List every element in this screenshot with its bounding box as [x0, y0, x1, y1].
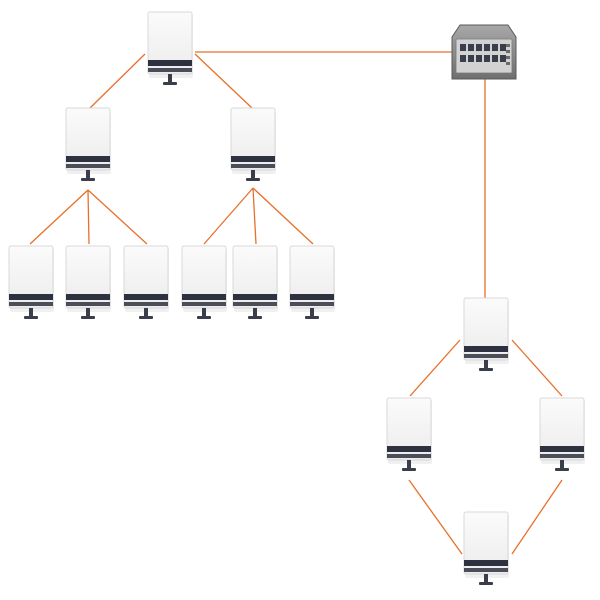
- computer-stand: [484, 574, 488, 583]
- ring-bottom-computer[interactable]: [463, 511, 509, 585]
- switch-port: [468, 44, 474, 51]
- switch-port: [492, 44, 498, 51]
- switch-port: [484, 44, 490, 51]
- switch-port: [476, 44, 482, 51]
- link-tree-right-branch-to-tree-leaf-4: [203, 187, 254, 245]
- network-switch[interactable]: [451, 24, 517, 80]
- computer-band-upper: [148, 60, 192, 66]
- computer-band-lower: [231, 164, 275, 168]
- tree-left-branch-computer[interactable]: [65, 107, 111, 181]
- link-ring-top-to-ring-left: [409, 339, 461, 397]
- computer-base: [197, 316, 211, 319]
- computer-band-lower: [290, 302, 334, 306]
- computer-stand: [310, 308, 314, 317]
- link-ring-right-to-ring-bottom: [511, 479, 563, 555]
- computer-band-upper: [290, 294, 334, 300]
- computer-band-upper: [66, 156, 110, 162]
- switch-vent: [506, 62, 510, 65]
- computer-band-upper: [66, 294, 110, 300]
- computer-base: [139, 316, 153, 319]
- computer-band-lower: [182, 302, 226, 306]
- link-tree-left-branch-to-tree-leaf-1: [29, 189, 89, 245]
- computer-band-lower: [464, 568, 508, 572]
- computer-band-lower: [66, 164, 110, 168]
- computer-base: [163, 82, 177, 85]
- nodes-layer: [8, 11, 585, 585]
- computer-band-upper: [124, 294, 168, 300]
- computer-band-lower: [233, 302, 277, 306]
- computer-stand: [407, 460, 411, 469]
- link-tree-left-branch-to-tree-leaf-3: [87, 189, 148, 245]
- ring-right-computer[interactable]: [539, 397, 585, 471]
- links-layer: [29, 51, 563, 555]
- computer-band-lower: [66, 302, 110, 306]
- computer-stand: [86, 308, 90, 317]
- switch-port: [468, 55, 474, 62]
- switch-port: [460, 55, 466, 62]
- computer-stand: [86, 170, 90, 179]
- computer-stand: [144, 308, 148, 317]
- computer-base: [479, 368, 493, 371]
- tree-leaf-2-computer[interactable]: [65, 245, 111, 319]
- tree-leaf-3-computer[interactable]: [123, 245, 169, 319]
- computer-band-upper: [231, 156, 275, 162]
- computer-base: [81, 316, 95, 319]
- computer-band-upper: [464, 346, 508, 352]
- computer-base: [81, 178, 95, 181]
- computer-stand: [29, 308, 33, 317]
- switch-port: [476, 55, 482, 62]
- switch-vent: [506, 50, 510, 53]
- switch-port: [492, 55, 498, 62]
- computer-stand: [484, 360, 488, 369]
- computer-stand: [168, 74, 172, 83]
- link-ring-top-to-ring-right: [511, 339, 563, 397]
- switch-vent: [506, 56, 510, 59]
- computer-band-lower: [9, 302, 53, 306]
- link-tree-root-to-tree-left-branch: [89, 53, 146, 109]
- computer-stand: [253, 308, 257, 317]
- link-tree-right-branch-to-tree-leaf-5: [252, 187, 257, 245]
- switch-port: [460, 44, 466, 51]
- computer-base: [24, 316, 38, 319]
- computer-base: [305, 316, 319, 319]
- computer-stand: [560, 460, 564, 469]
- link-tree-right-branch-to-tree-leaf-6: [252, 187, 314, 245]
- computer-band-upper: [464, 560, 508, 566]
- ring-top-computer[interactable]: [463, 297, 509, 371]
- computer-base: [248, 316, 262, 319]
- switch-vent: [506, 44, 510, 47]
- computer-base: [246, 178, 260, 181]
- computer-band-lower: [148, 68, 192, 72]
- switch-port: [484, 55, 490, 62]
- link-tree-left-branch-to-tree-leaf-2: [87, 189, 90, 245]
- computer-band-lower: [464, 354, 508, 358]
- computer-base: [479, 582, 493, 585]
- tree-leaf-4-computer[interactable]: [181, 245, 227, 319]
- computer-band-upper: [387, 446, 431, 452]
- computer-band-upper: [233, 294, 277, 300]
- switch-port: [500, 55, 506, 62]
- computer-band-upper: [182, 294, 226, 300]
- computer-base: [402, 468, 416, 471]
- tree-leaf-5-computer[interactable]: [232, 245, 278, 319]
- computer-band-lower: [540, 454, 584, 458]
- ring-left-computer[interactable]: [386, 397, 432, 471]
- tree-leaf-6-computer[interactable]: [289, 245, 335, 319]
- computer-stand: [202, 308, 206, 317]
- computer-band-upper: [9, 294, 53, 300]
- switch-port: [500, 44, 506, 51]
- link-tree-root-to-tree-right-branch: [194, 53, 253, 109]
- tree-root-computer[interactable]: [147, 11, 193, 85]
- computer-band-lower: [124, 302, 168, 306]
- computer-band-upper: [540, 446, 584, 452]
- tree-leaf-1-computer[interactable]: [8, 245, 54, 319]
- tree-right-branch-computer[interactable]: [230, 107, 276, 181]
- link-ring-left-to-ring-bottom: [408, 479, 463, 555]
- computer-base: [555, 468, 569, 471]
- computer-band-lower: [387, 454, 431, 458]
- computer-stand: [251, 170, 255, 179]
